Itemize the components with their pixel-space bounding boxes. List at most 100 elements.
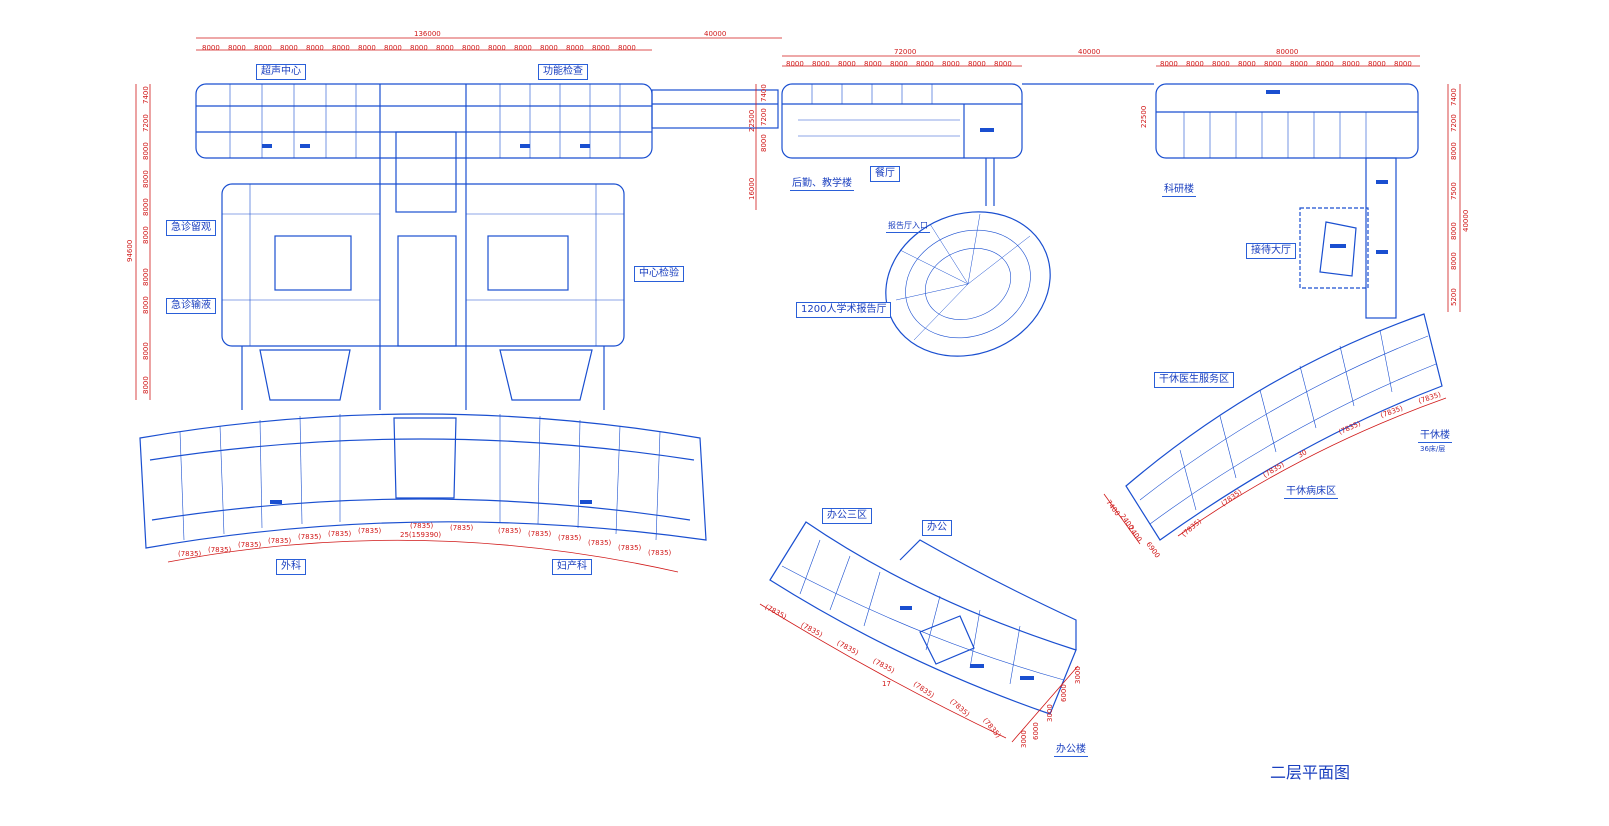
dim-left-bay: 8000 bbox=[142, 376, 150, 394]
dim-bay: 8000 bbox=[384, 44, 402, 52]
dim-arc-center: (7835) bbox=[410, 522, 434, 530]
office-arc-dimension bbox=[759, 603, 1007, 739]
dim-right-height: 8000 bbox=[1450, 142, 1458, 160]
dim-bay: 8000 bbox=[1238, 60, 1256, 68]
dim-bay: 8000 bbox=[864, 60, 882, 68]
dim-office-side: 6000 bbox=[1060, 684, 1068, 702]
label-retired-ward: 干休病床区 bbox=[1284, 486, 1338, 499]
label-logistics-teaching: 后勤、教学楼 bbox=[790, 178, 854, 191]
dim-bay: 8000 bbox=[838, 60, 856, 68]
dim-mid-sub: 22500 bbox=[748, 109, 756, 132]
dim-bay: 8000 bbox=[488, 44, 506, 52]
dim-top-right-total: 80000 bbox=[1276, 48, 1299, 56]
dim-mid-total: 16000 bbox=[748, 177, 756, 200]
dim-bay: 8000 bbox=[254, 44, 272, 52]
dim-right-height: 7500 bbox=[1450, 182, 1458, 200]
dim-right-height: 8000 bbox=[1450, 252, 1458, 270]
dim-bay: 8000 bbox=[786, 60, 804, 68]
hospital-central-block bbox=[221, 183, 625, 347]
dim-left-height-total: 94600 bbox=[126, 239, 134, 262]
dim-arc-bay: (7835) bbox=[208, 546, 232, 554]
dim-bay: 8000 bbox=[1342, 60, 1360, 68]
label-obstetrics: 妇产科 bbox=[552, 559, 592, 575]
dim-mid-height: 8000 bbox=[760, 134, 768, 152]
label-retired-doctor-service: 干休医生服务区 bbox=[1154, 372, 1234, 388]
dim-top-left-total: 136000 bbox=[414, 30, 441, 38]
dim-bay: 8000 bbox=[202, 44, 220, 52]
label-emergency-observation: 急诊留观 bbox=[166, 220, 216, 236]
dim-bay: 8000 bbox=[916, 60, 934, 68]
dim-bay: 8000 bbox=[306, 44, 324, 52]
dim-arc-bay: (7835) bbox=[238, 541, 262, 549]
dim-arc-bay: (7835) bbox=[528, 530, 552, 538]
dim-right-height: 7400 bbox=[1450, 88, 1458, 106]
dim-bay: 8000 bbox=[566, 44, 584, 52]
dim-bay: 8000 bbox=[1316, 60, 1334, 68]
dim-bay: 8000 bbox=[1290, 60, 1308, 68]
dim-right-height: 5200 bbox=[1450, 288, 1458, 306]
dim-bay: 8000 bbox=[332, 44, 350, 52]
label-reception: 接待大厅 bbox=[1246, 243, 1296, 259]
label-lecture-entrance: 报告厅入口 bbox=[886, 220, 930, 233]
dim-right-total: 40000 bbox=[1462, 209, 1470, 232]
dim-left-bay: 8000 bbox=[142, 198, 150, 216]
dim-arc-bay: (7835) bbox=[358, 527, 382, 535]
dim-bay: 8000 bbox=[462, 44, 480, 52]
hospital-arc-dimension bbox=[167, 539, 679, 573]
dim-bay: 8000 bbox=[228, 44, 246, 52]
dim-bay: 8000 bbox=[592, 44, 610, 52]
dim-bay: 8000 bbox=[1160, 60, 1178, 68]
dim-arc-bay: (7835) bbox=[588, 539, 612, 547]
dim-left-bay: 7400 bbox=[142, 86, 150, 104]
dim-bay: 8000 bbox=[1212, 60, 1230, 68]
dim-bay: 8000 bbox=[890, 60, 908, 68]
dim-top-right-gap: 40000 bbox=[1078, 48, 1101, 56]
dim-left-bay: 8000 bbox=[142, 170, 150, 188]
office-north-wing bbox=[899, 539, 1077, 650]
dim-arc-bay: (7835) bbox=[298, 533, 322, 541]
dim-bay: 8000 bbox=[994, 60, 1012, 68]
research-building bbox=[1155, 83, 1419, 159]
dim-office-side: 3000 bbox=[1046, 704, 1054, 722]
dim-arc-bay: (7835) bbox=[450, 524, 474, 532]
dim-office-arc: 17 bbox=[882, 680, 891, 688]
dim-bay: 8000 bbox=[1368, 60, 1386, 68]
dim-left-bay: 8000 bbox=[142, 342, 150, 360]
label-office: 办公 bbox=[922, 520, 952, 536]
corridor-bridge bbox=[651, 89, 779, 129]
retired-arc-dimension bbox=[1177, 397, 1447, 537]
dim-arc-bay: (7835) bbox=[328, 530, 352, 538]
dim-office-side: 3000 bbox=[1074, 666, 1082, 684]
label-research: 科研楼 bbox=[1162, 184, 1196, 197]
dim-bay: 8000 bbox=[1394, 60, 1412, 68]
dim-bay: 8000 bbox=[968, 60, 986, 68]
dim-arc-bay: (7835) bbox=[648, 549, 672, 557]
reception-hall-outline bbox=[1299, 207, 1369, 289]
dim-mid-height: 7400 bbox=[760, 84, 768, 102]
dim-bay: 8000 bbox=[540, 44, 558, 52]
dim-bay: 8000 bbox=[1264, 60, 1282, 68]
dim-bay: 8000 bbox=[618, 44, 636, 52]
dim-bay: 8000 bbox=[812, 60, 830, 68]
dim-left-bay: 8000 bbox=[142, 142, 150, 160]
dim-left-bay: 8000 bbox=[142, 296, 150, 314]
dim-arc-bay: (7835) bbox=[558, 534, 582, 542]
label-retired-building: 干休楼 bbox=[1418, 430, 1452, 443]
label-office-zone3: 办公三区 bbox=[822, 508, 872, 524]
label-emergency-infusion: 急诊输液 bbox=[166, 298, 216, 314]
dim-mid-height: 7200 bbox=[760, 108, 768, 126]
dim-office-side: 3000 bbox=[1020, 730, 1028, 748]
label-function-test: 功能检查 bbox=[538, 64, 588, 80]
dim-bay: 8000 bbox=[514, 44, 532, 52]
dim-right-height: 7200 bbox=[1450, 114, 1458, 132]
dim-right-height: 8000 bbox=[1450, 222, 1458, 240]
dim-arc-bay: (7835) bbox=[498, 527, 522, 535]
dim-bay: 8000 bbox=[436, 44, 454, 52]
hospital-south-arc-wing bbox=[139, 413, 707, 549]
dim-arc-bay: (7835) bbox=[178, 550, 202, 558]
label-ultrasound: 超声中心 bbox=[256, 64, 306, 80]
research-corridor bbox=[1365, 157, 1397, 319]
dim-top-gap: 40000 bbox=[704, 30, 727, 38]
dim-bay: 8000 bbox=[410, 44, 428, 52]
